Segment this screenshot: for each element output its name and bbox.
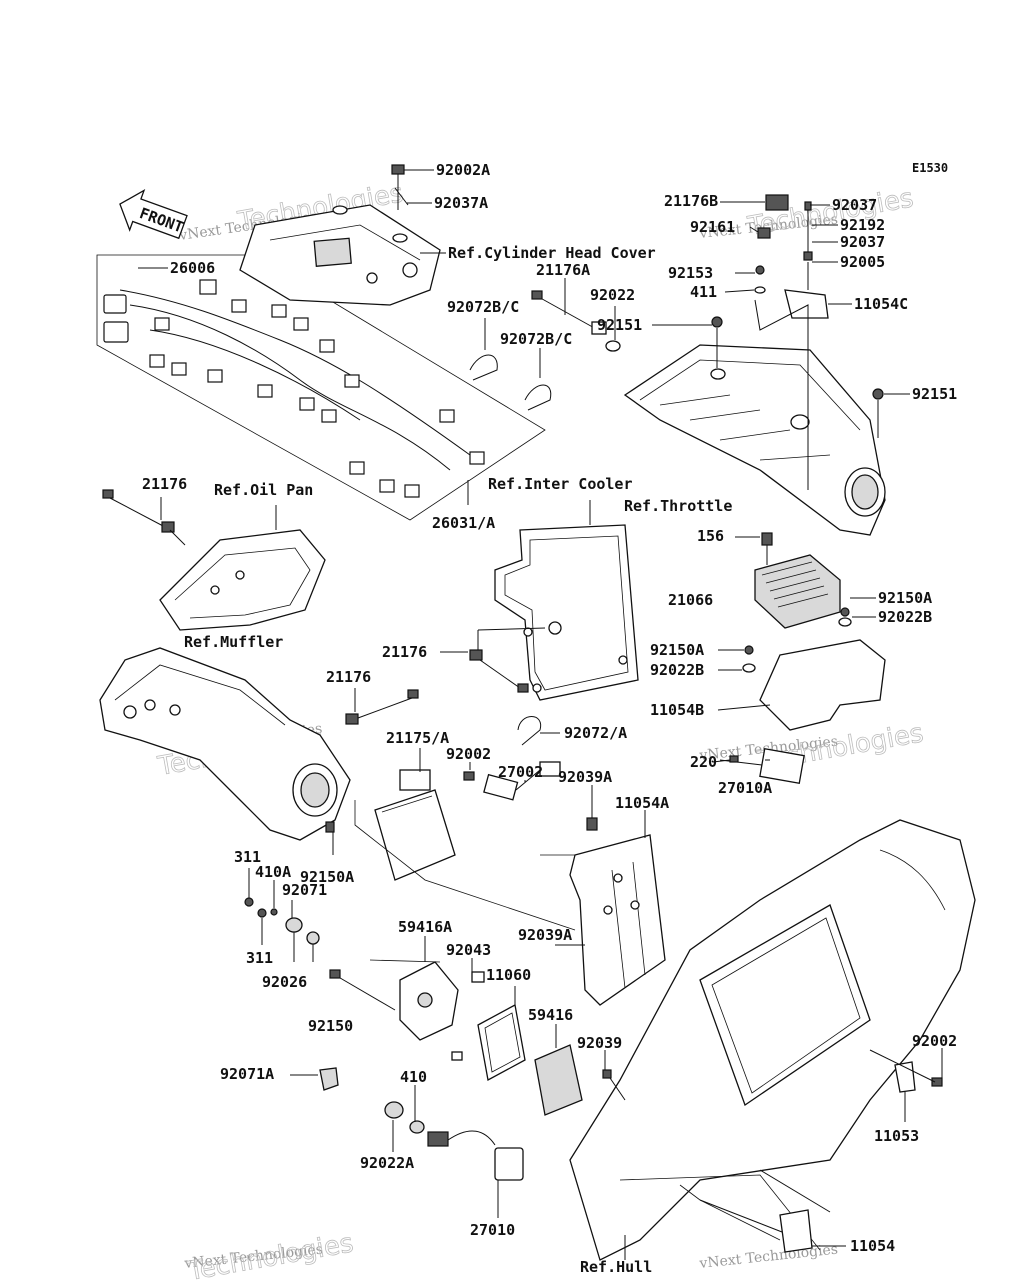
label-11054A: 11054A — [615, 794, 669, 812]
diagram-code: E1530 — [912, 161, 948, 175]
label-92022A: 92022A — [360, 1154, 414, 1172]
label-92022B: 92022B — [878, 608, 932, 626]
ref-cylinder-head-cover: Ref.Cylinder Head Cover — [448, 244, 656, 262]
cylinder-head-cover — [239, 172, 441, 306]
label-92039A-2: 92039A — [518, 926, 572, 944]
label-92037: 92037 — [832, 196, 877, 214]
label-26006: 26006 — [170, 259, 215, 277]
label-92037-2: 92037 — [840, 233, 885, 251]
bracket-11054A — [540, 817, 666, 1006]
sensor-27010A — [719, 747, 805, 785]
label-411: 411 — [690, 283, 717, 301]
label-21175-A: 21175/A — [386, 729, 449, 747]
grommet-92071A — [290, 1067, 339, 1091]
label-92039A: 92039A — [558, 768, 612, 786]
label-27010A: 27010A — [718, 779, 772, 797]
label-92150A: 92150A — [878, 589, 932, 607]
sensor-21176-oilpan — [102, 489, 186, 546]
label-410A: 410A — [255, 863, 291, 881]
label-92151-2: 92151 — [912, 385, 957, 403]
small-bracket-11053 — [894, 1061, 943, 1093]
label-156: 156 — [697, 527, 724, 545]
label-92043: 92043 — [446, 941, 491, 959]
oil-pan — [159, 505, 326, 631]
label-220: 220 — [690, 753, 717, 771]
label-92150A-2: 92150A — [650, 641, 704, 659]
label-92002: 92002 — [446, 745, 491, 763]
label-92072-A: 92072/A — [564, 724, 627, 742]
label-92002A: 92002A — [436, 161, 490, 179]
label-21176-2: 21176 — [382, 643, 427, 661]
ref-throttle: Ref.Throttle — [624, 497, 732, 515]
muffler — [99, 647, 351, 841]
label-11060: 11060 — [486, 966, 531, 984]
label-410: 410 — [400, 1068, 427, 1086]
label-92022: 92022 — [590, 286, 635, 304]
throttle-intake — [623, 316, 886, 536]
wiring-harness-group — [96, 254, 546, 521]
label-11054B: 11054B — [650, 701, 704, 719]
sensor-bracket-group — [754, 194, 829, 490]
watermark-large: Technologies — [185, 1228, 356, 1280]
label-21176: 21176 — [142, 475, 187, 493]
label-92150A-3: 92150A — [300, 868, 354, 886]
label-27010: 27010 — [470, 1221, 515, 1239]
label-27002: 27002 — [498, 763, 543, 781]
sensor-21176-muffler — [345, 689, 419, 725]
regulator-21066 — [754, 532, 841, 629]
label-92071A: 92071A — [220, 1065, 274, 1083]
label-92071: 92071 — [282, 881, 327, 899]
label-92072B-C-2: 92072B/C — [500, 330, 572, 348]
label-92026: 92026 — [262, 973, 307, 991]
label-11054: 11054 — [850, 1237, 895, 1255]
bracket-11054 — [699, 1199, 813, 1253]
sensor-21176-intercooler — [469, 627, 546, 693]
leader-lines — [148, 169, 943, 1260]
label-92192: 92192 — [840, 216, 885, 234]
label-92072B-C-1: 92072B/C — [447, 298, 519, 316]
front-arrow-icon: FRONT — [119, 189, 188, 240]
label-311-2: 311 — [246, 949, 273, 967]
bracket-59416A — [329, 959, 459, 1041]
ref-hull: Ref.Hull — [580, 1258, 652, 1276]
label-21176-3: 21176 — [326, 668, 371, 686]
label-92039: 92039 — [577, 1034, 622, 1052]
sensor-27010 — [384, 1101, 524, 1210]
part-labels: 92002A 92037A 26006 21176A 92072B/C 9202… — [142, 161, 957, 1255]
label-21176B: 21176B — [664, 192, 718, 210]
ref-inter-cooler: Ref.Inter Cooler — [488, 475, 633, 493]
hull — [569, 819, 976, 1261]
label-92005: 92005 — [840, 253, 885, 271]
label-92150: 92150 — [308, 1017, 353, 1035]
label-26031-A: 26031/A — [432, 514, 495, 532]
bracket-11054B — [742, 607, 886, 731]
label-21066: 21066 — [668, 591, 713, 609]
label-11054C: 11054C — [854, 295, 908, 313]
label-92037A: 92037A — [434, 194, 488, 212]
label-92022B-2: 92022B — [650, 661, 704, 679]
sensor-27002 — [463, 761, 561, 801]
label-11053: 11053 — [874, 1127, 919, 1145]
label-92153: 92153 — [668, 264, 713, 282]
gasket-11060 — [451, 971, 526, 1081]
module-59416 — [534, 1044, 626, 1116]
label-21176A: 21176A — [536, 261, 590, 279]
ref-oil-pan: Ref.Oil Pan — [214, 481, 313, 499]
ecu-21175 — [354, 769, 576, 931]
label-59416A: 59416A — [398, 918, 452, 936]
label-92002-2: 92002 — [912, 1032, 957, 1050]
label-311: 311 — [234, 848, 261, 866]
inter-cooler — [494, 500, 639, 701]
label-92151: 92151 — [597, 316, 642, 334]
ref-muffler: Ref.Muffler — [184, 633, 283, 651]
sensor-21176A — [531, 290, 621, 352]
label-59416: 59416 — [528, 1006, 573, 1024]
label-92161: 92161 — [690, 218, 735, 236]
watermark-large: Technologies — [745, 183, 916, 242]
reference-labels: Ref.Cylinder Head Cover Ref.Oil Pan Ref.… — [184, 244, 732, 1276]
